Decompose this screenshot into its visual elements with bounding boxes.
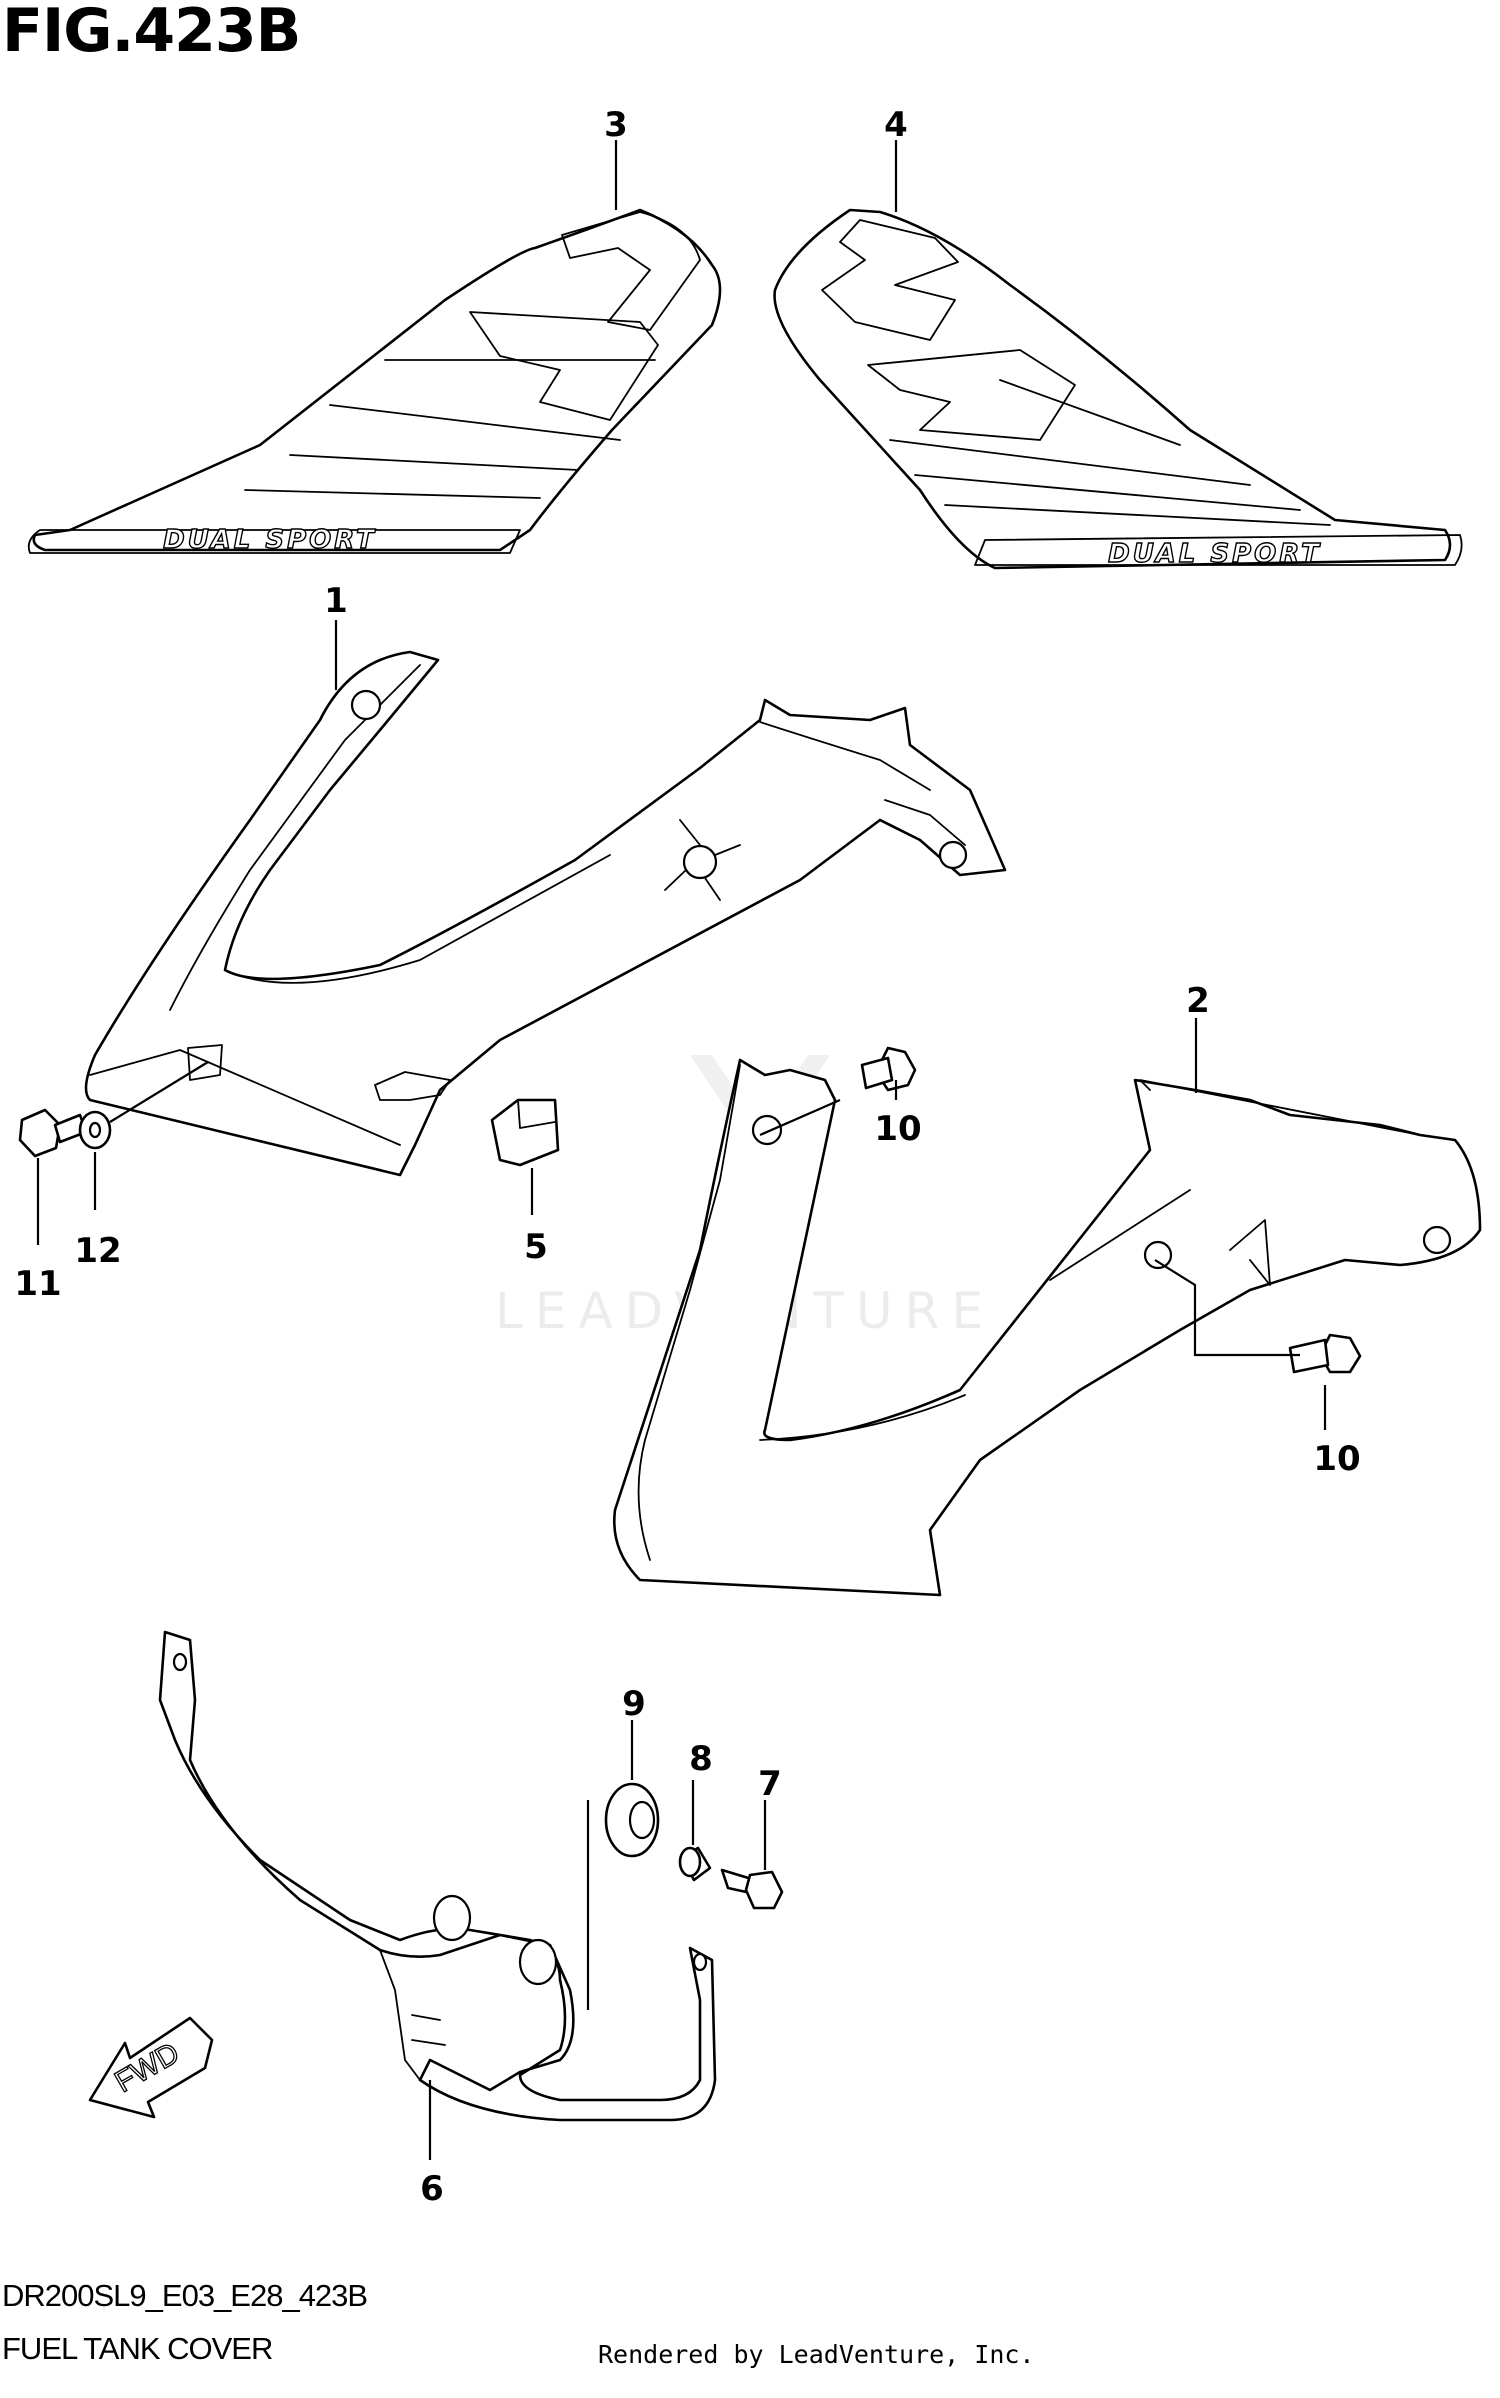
fuel-tank-cover-right[interactable] xyxy=(613,1058,1482,1597)
callout-10a: 10 xyxy=(874,1109,921,1149)
callout-9: 9 xyxy=(622,1684,646,1724)
callout-5: 5 xyxy=(524,1227,548,1267)
callout-7: 7 xyxy=(758,1764,782,1804)
diagram-name: FUEL TANK COVER xyxy=(2,2331,273,2366)
bolt-upper[interactable] xyxy=(860,1046,917,1092)
leader-lines xyxy=(36,140,1327,2160)
callout-labels: 3 4 1 2 10 10 11 12 5 9 8 7 6 xyxy=(14,105,1360,2209)
bracket[interactable] xyxy=(158,1630,717,2122)
decal-right-text: DUAL SPORT xyxy=(1108,539,1322,569)
washer[interactable] xyxy=(78,1110,112,1150)
callout-8: 8 xyxy=(689,1739,713,1779)
fwd-arrow: FWD xyxy=(88,2016,214,2119)
decal-right[interactable]: DUAL SPORT xyxy=(773,208,1463,570)
decal-left[interactable]: DUAL SPORT xyxy=(27,208,722,556)
render-credit: Rendered by LeadVenture, Inc. xyxy=(598,2340,1035,2369)
bolt-bracket[interactable] xyxy=(720,1868,784,1910)
grommet[interactable] xyxy=(604,1782,660,1858)
cushion-pad[interactable] xyxy=(490,1098,560,1167)
figure-title: FIG.423B xyxy=(2,0,301,66)
callout-6: 6 xyxy=(420,2169,444,2209)
callout-10b: 10 xyxy=(1313,1439,1360,1479)
callout-12: 12 xyxy=(74,1231,121,1271)
fuel-tank-cover-left[interactable] xyxy=(84,650,1007,1177)
diagram-code: DR200SL9_E03_E28_423B xyxy=(2,2278,368,2313)
decal-left-text: DUAL SPORT xyxy=(163,525,377,555)
callout-4: 4 xyxy=(884,105,908,145)
callout-1: 1 xyxy=(324,581,348,621)
callout-3: 3 xyxy=(604,105,628,145)
callout-2: 2 xyxy=(1186,981,1210,1021)
collar[interactable] xyxy=(678,1846,712,1882)
callout-11: 11 xyxy=(14,1264,61,1304)
bolt-lower[interactable] xyxy=(1288,1333,1362,1374)
bolt-left[interactable] xyxy=(18,1108,88,1158)
